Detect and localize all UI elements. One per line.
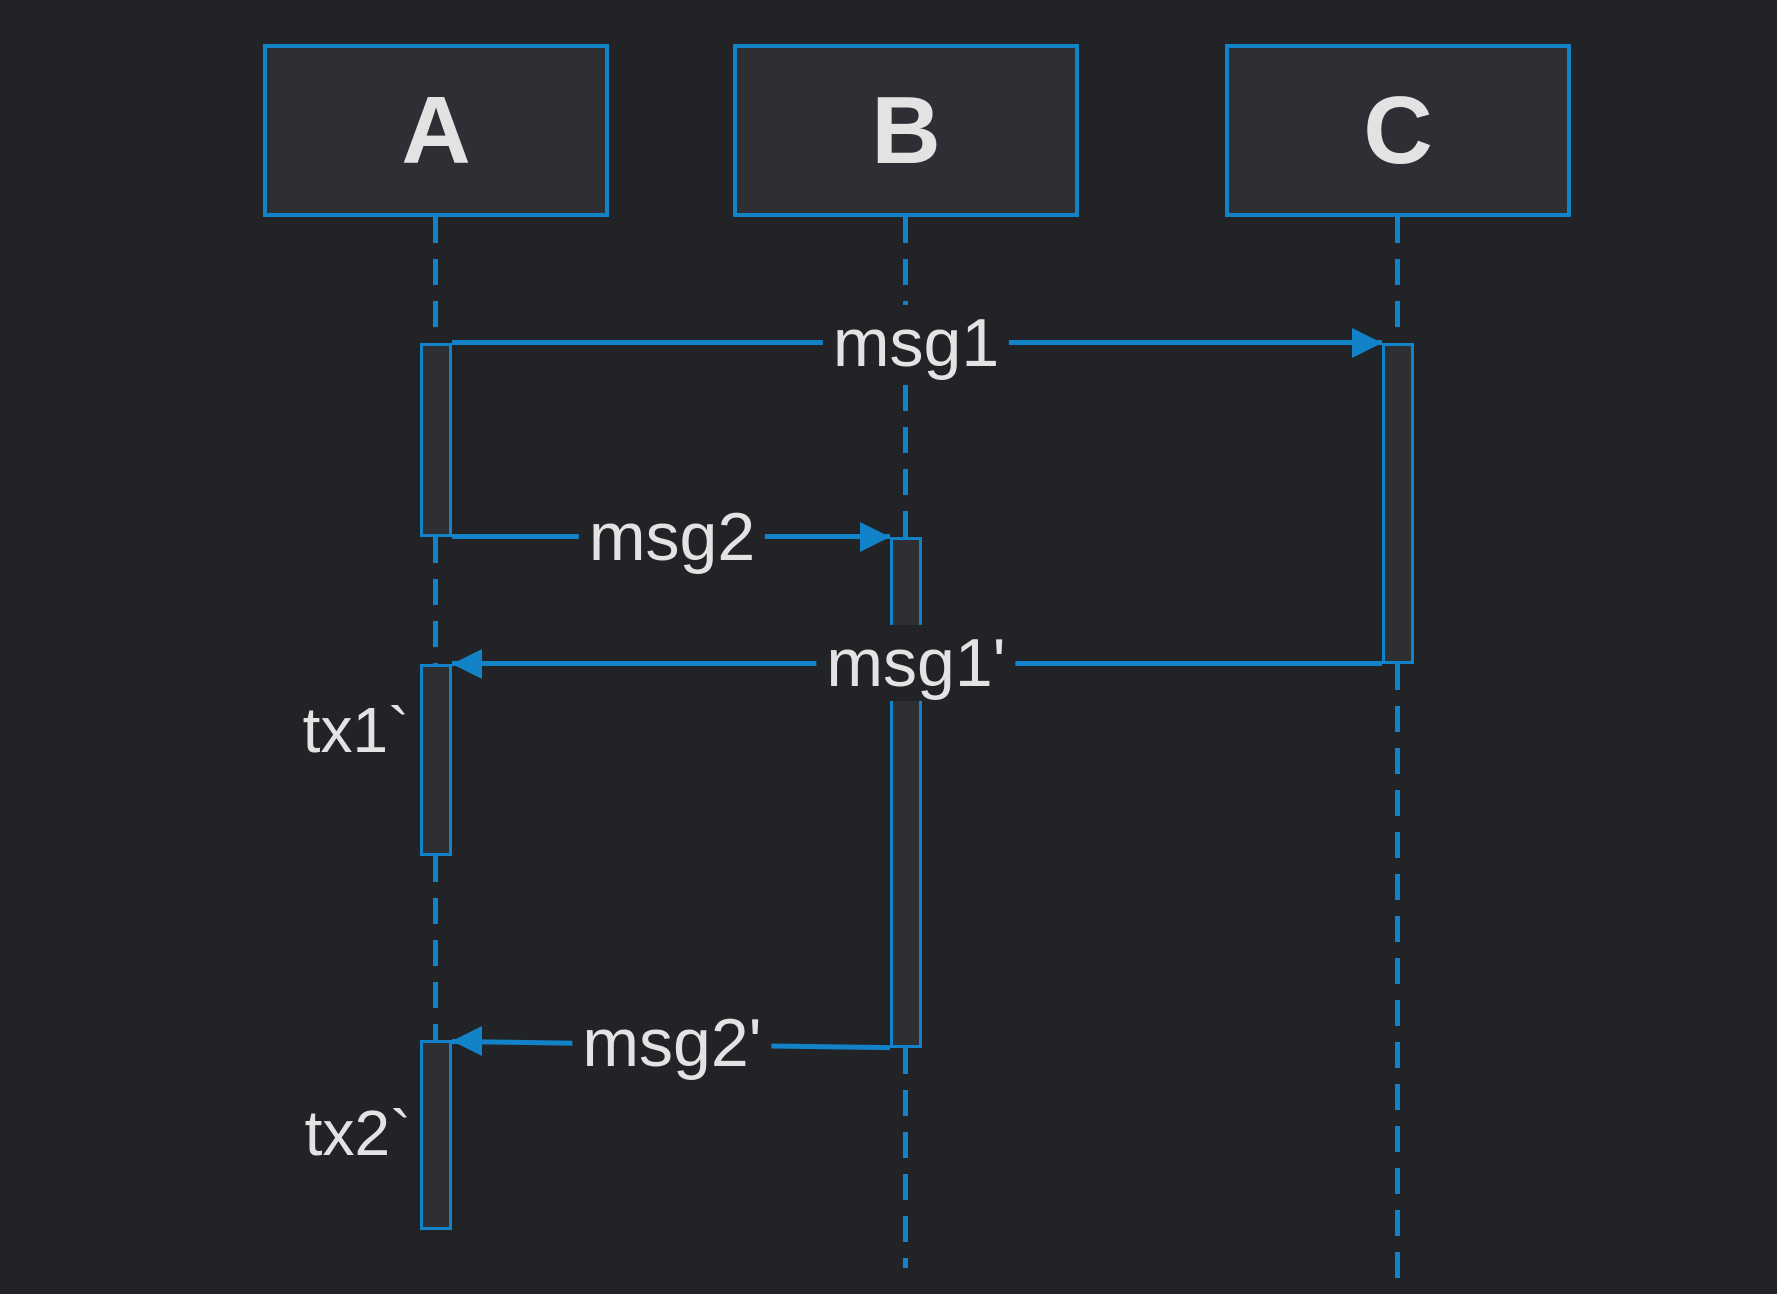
lifeline-a-segment-3 (433, 856, 438, 1040)
message-label-msg1: msg1 (822, 304, 1010, 382)
lifeline-a-segment-2 (433, 537, 438, 664)
activation-bar-a-3 (420, 1040, 452, 1230)
activation-bar-a-1 (420, 343, 452, 537)
actor-label-c: C (1363, 76, 1433, 184)
activation-bar-c-1 (1382, 343, 1414, 664)
actor-label-a: A (401, 76, 471, 184)
lifeline-c-segment-2 (1395, 664, 1400, 1292)
arrowhead-right-icon (1352, 328, 1382, 358)
message-label-msg1-prime: msg1' (816, 624, 1016, 702)
lifeline-a-segment-1 (433, 217, 438, 343)
actor-box-a: A (263, 44, 609, 217)
lifeline-c-segment-1 (1395, 217, 1400, 343)
activation-label-tx2: tx2` (304, 1096, 412, 1169)
activation-bar-a-2 (420, 664, 452, 856)
message-label-msg2-prime: msg2' (572, 1004, 772, 1082)
arrowhead-left-icon (452, 1026, 482, 1056)
actor-box-c: C (1225, 44, 1571, 217)
arrowhead-left-icon (452, 649, 482, 679)
lifeline-b-segment-2 (903, 1048, 908, 1268)
arrowhead-right-icon (860, 522, 890, 552)
actor-label-b: B (871, 76, 941, 184)
message-label-msg2: msg2 (578, 498, 766, 576)
activation-label-tx1: tx1` (302, 693, 410, 766)
activation-bar-b-1 (890, 537, 922, 1048)
actor-box-b: B (733, 44, 1079, 217)
